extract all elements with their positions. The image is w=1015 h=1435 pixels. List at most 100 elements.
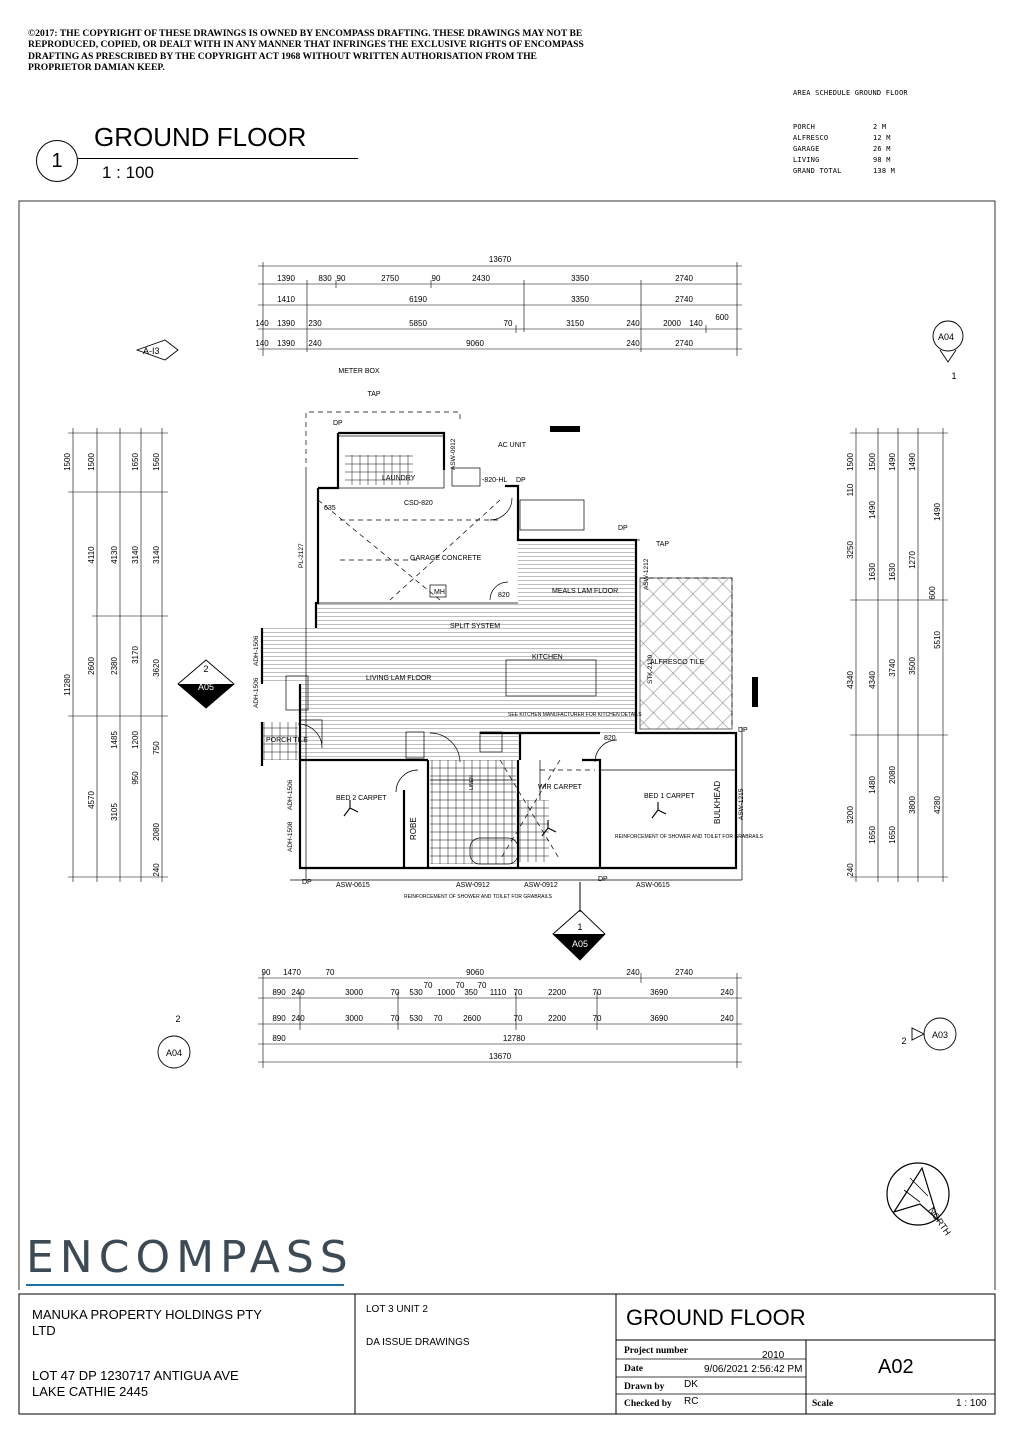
dim-text: 2740: [675, 295, 693, 304]
dim-text: 3200: [846, 806, 855, 824]
date-label: Date: [624, 1364, 643, 1374]
floor-fills: [262, 455, 733, 864]
dim-text: 4110: [87, 546, 96, 564]
dim-text: 2430: [472, 274, 490, 283]
dim-text: 1470: [283, 968, 301, 977]
dim-text: 350: [464, 988, 478, 997]
dim-text: 2740: [675, 968, 693, 977]
section-num: 1: [577, 922, 582, 932]
checked-by-value: RC: [684, 1396, 699, 1407]
dim-text: 890: [272, 1014, 286, 1023]
window-label: ASW-0615: [636, 882, 670, 889]
client-name: MANUKA PROPERTY HOLDINGS PTY: [32, 1307, 262, 1322]
dim-635-label: 635: [324, 505, 336, 512]
dim-text: 240: [626, 968, 640, 977]
client-name-line2: LTD: [32, 1323, 56, 1338]
dim-text: 6190: [409, 295, 427, 304]
dim-text: 5510: [933, 631, 942, 649]
dp-label: DP: [738, 727, 748, 734]
dim-text: 2200: [548, 1014, 566, 1023]
site-address: LOT 47 DP 1230717 ANTIGUA AVE: [32, 1368, 239, 1383]
dim-text: 2080: [152, 823, 161, 841]
dim-text: 2200: [548, 988, 566, 997]
floor-plan-drawing: 13670 1390 830 90 2750 90 2430 3350 2740…: [18, 200, 996, 1290]
checked-by-label: Checked by: [624, 1399, 672, 1409]
dim-text: 3740: [888, 659, 897, 677]
door-label: STK-2130: [647, 654, 654, 684]
dim-text: 70: [593, 1014, 602, 1023]
project-number-label: Project number: [624, 1346, 688, 1356]
dim-text: 90: [262, 968, 271, 977]
dim-text: 4340: [846, 671, 855, 689]
dim-text: 70: [593, 988, 602, 997]
title-block-frame: [18, 1293, 996, 1415]
section-id: A04: [166, 1048, 182, 1058]
dim-text: 1500: [63, 453, 72, 471]
split-system-label: SPLIT SYSTEM: [450, 623, 500, 630]
dim-text: 240: [720, 988, 734, 997]
dim-text: 1650: [888, 826, 897, 844]
window-label: ADH-1508: [287, 821, 294, 852]
room-label-porch: PORCH TILE: [266, 737, 308, 744]
north-label: NORTH: [926, 1205, 952, 1237]
view-number: 1: [36, 140, 78, 182]
dim-text: 3000: [345, 988, 363, 997]
section-arrow-fill: [553, 934, 605, 960]
title-underline: [78, 158, 358, 159]
dim-text: 1390: [277, 274, 295, 283]
dim-text: 1270: [908, 551, 917, 569]
copyright-notice: ©2017: THE COPYRIGHT OF THESE DRAWINGS I…: [28, 28, 584, 74]
site-address-line2: LAKE CATHIE 2445: [32, 1384, 149, 1399]
dim-text: 1390: [277, 319, 295, 328]
dim-text: 9060: [466, 339, 484, 348]
dim-text: 3170: [131, 646, 140, 664]
dim-text: 2080: [888, 766, 897, 784]
window-label: ASW-0912: [450, 438, 457, 470]
ac-unit-label: AC UNIT: [498, 442, 527, 449]
sheet-title: GROUND FLOOR: [626, 1305, 806, 1330]
scale-value: 1 : 100: [956, 1398, 987, 1409]
dim-text: 3690: [650, 988, 668, 997]
door-label: -820-HL: [482, 477, 507, 484]
tap-label: TAP: [656, 541, 669, 548]
dim-text: 240: [152, 863, 161, 877]
dim-text: 1200: [131, 731, 140, 749]
dim-text: 530: [409, 988, 423, 997]
dim-text: 2000: [663, 319, 681, 328]
project-number: 2010: [762, 1350, 785, 1361]
dim-text: 3000: [345, 1014, 363, 1023]
dim-text: 70: [326, 968, 335, 977]
dim-text: 1630: [888, 563, 897, 581]
wall-marker: [752, 677, 758, 707]
dim-text: 240: [846, 863, 855, 877]
room-label-wir: WIR CARPET: [538, 784, 583, 791]
dim-text: 240: [626, 339, 640, 348]
dim-text: 70: [514, 988, 523, 997]
dim-text: 140: [255, 319, 269, 328]
dim-text: 890: [272, 1034, 286, 1043]
right-dimensions: [850, 428, 948, 882]
dim-text: 2380: [110, 657, 119, 675]
section-num: 1: [951, 371, 956, 381]
dim-text: 70: [424, 981, 433, 990]
dim-text: 110: [846, 483, 855, 496]
ac-unit-marker: [550, 426, 580, 432]
dp-label: DP: [598, 876, 608, 883]
dim-text: 70: [504, 319, 513, 328]
room-label-laundry: LAUNDRY: [382, 475, 416, 482]
dim-text: 3690: [650, 1014, 668, 1023]
window-label: ADH-1506: [253, 677, 260, 708]
scale-label: Scale: [812, 1399, 834, 1409]
dim-text: 70: [391, 988, 400, 997]
room-label-garage: GARAGE CONCRETE: [410, 555, 482, 562]
dim-text: 530: [409, 1014, 423, 1023]
dim-text: 4340: [868, 671, 877, 689]
dim-text: 4130: [110, 546, 119, 564]
dim-text: 1490: [908, 453, 917, 471]
window-label: ASW-1212: [643, 558, 650, 590]
section-id: A03: [932, 1030, 948, 1040]
window-label: ASW-0912: [456, 882, 490, 889]
dim-text: 140: [689, 319, 703, 328]
